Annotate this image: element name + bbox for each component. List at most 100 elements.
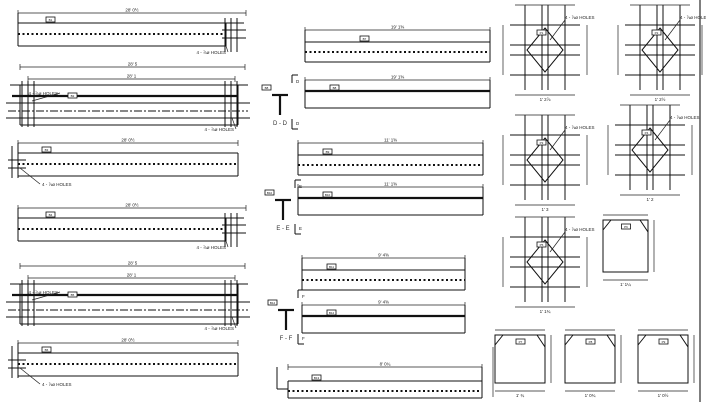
gusset-plate-detail-8: 1' 0¾P8	[564, 329, 622, 398]
dimension-text: 19' 1⅝	[391, 25, 405, 30]
piece-mark: P7	[519, 340, 523, 344]
dimension-text: 1' 2⅞	[540, 97, 551, 102]
beam-elevation-3: 28' 0½ B3 4 - ⅞ø HOLES	[8, 137, 239, 187]
piece-mark-box	[67, 92, 78, 99]
gusset-plate-detail-7: 1' ¾P7	[494, 329, 552, 398]
dimension-text: 8' 0¾	[380, 362, 391, 367]
piece-mark-box	[322, 191, 333, 198]
leader-line	[664, 19, 681, 41]
piece-mark-box	[651, 29, 662, 36]
beam-elevation-9: 11' 1⅝ B9	[297, 138, 484, 176]
piece-mark: B4	[49, 213, 53, 217]
hole-note: 4 - ⅞ø HOLES	[42, 182, 72, 187]
cut-letter: E	[299, 184, 302, 189]
beam-elevation-8: 19' 1⅝B8	[304, 75, 491, 109]
piece-mark: B9	[326, 150, 330, 154]
piece-mark-box	[536, 29, 547, 36]
piece-mark-box	[641, 129, 652, 136]
piece-mark: B3	[45, 148, 49, 152]
dimension-text: 11' 1⅝	[384, 182, 397, 187]
dimension-text: 1' 1¾	[540, 309, 551, 314]
plate-chamfer	[679, 334, 689, 348]
piece-mark-box	[41, 146, 52, 153]
piece-mark: P1	[540, 31, 544, 35]
dimension-text: 1' 2	[646, 197, 654, 202]
piece-mark-box	[536, 139, 547, 146]
hole-note: 4 - ⅞ø HOLES	[565, 125, 595, 130]
plate-chamfer	[564, 334, 574, 346]
piece-mark: B7	[363, 37, 367, 41]
dimension-text: 28' 1	[127, 273, 137, 278]
piece-mark: P9	[662, 340, 666, 344]
piece-mark-box	[41, 346, 52, 353]
piece-mark-box	[264, 189, 275, 196]
leader-line	[19, 167, 41, 185]
piece-mark: B5	[71, 293, 75, 297]
beam-elevation-10: 11' 1⅝ B10	[297, 182, 484, 216]
piece-mark: B10	[267, 191, 273, 195]
plate-chamfer	[602, 219, 612, 231]
piece-mark: P2	[655, 31, 659, 35]
piece-mark-box	[311, 374, 322, 381]
piece-mark: B8	[265, 86, 269, 90]
hole-note: 4 - ⅞ø HOLES	[28, 91, 58, 96]
piece-mark-box	[261, 84, 272, 91]
dimension-text: 9' 4⅝	[378, 300, 389, 305]
piece-mark-box	[658, 338, 669, 345]
cut-letter: E	[299, 226, 302, 231]
diagonal-plate	[631, 127, 669, 173]
plate-chamfer	[606, 334, 616, 348]
piece-mark: B2	[71, 94, 75, 98]
piece-mark-box	[621, 223, 631, 230]
piece-mark: P6	[624, 225, 628, 229]
piece-mark-box	[585, 338, 596, 345]
section-label: F - F	[280, 336, 293, 342]
cut-letter: F	[302, 336, 305, 341]
piece-mark: P3	[540, 141, 544, 145]
hole-note: 4 - ⅞ø HOLES	[565, 227, 595, 232]
dimension-text: 1' 0½	[658, 392, 669, 398]
piece-mark-box	[329, 84, 340, 91]
leader-line	[231, 316, 237, 329]
dimension-text: 1' 0¾	[585, 393, 596, 398]
hole-note: 4 - ⅞ø HOLES	[196, 245, 226, 250]
piece-mark: B12	[270, 301, 276, 305]
dimension-text: 28' 5	[128, 62, 138, 67]
cut-letter: D	[296, 79, 300, 84]
plate-chamfer	[494, 334, 504, 346]
gusset-plate-detail-2: 1' 2½ P2 4 - ⅞ø HOLES	[617, 4, 706, 102]
dimension-text: 28' 1	[127, 74, 137, 79]
dimension-text: 28' 0½	[121, 137, 135, 143]
plate-outline	[637, 334, 689, 384]
plate-chamfer	[637, 334, 647, 346]
piece-mark-box	[322, 148, 333, 155]
leader-line	[225, 240, 229, 248]
piece-mark: B12	[329, 311, 335, 315]
hole-note: 4 - ⅞ø HOLES	[680, 15, 706, 20]
piece-mark-box	[326, 309, 337, 316]
dimension-text: 1' 2½	[655, 96, 666, 102]
piece-mark: B10	[325, 193, 331, 197]
hole-note: 4 - ⅞ø HOLES	[42, 382, 72, 387]
dimension-text: 11' 1⅝	[384, 138, 397, 143]
leader-line	[549, 19, 566, 41]
diagonal-plate	[526, 239, 564, 285]
diagonal-plate	[526, 137, 564, 183]
piece-mark: B11	[329, 265, 334, 269]
gusset-plate-detail-9: 1' 0½ P9	[637, 329, 695, 398]
dimension-text: 19' 1⅝	[391, 75, 405, 80]
piece-mark-box	[45, 16, 56, 23]
section-label: D - D	[273, 121, 288, 127]
